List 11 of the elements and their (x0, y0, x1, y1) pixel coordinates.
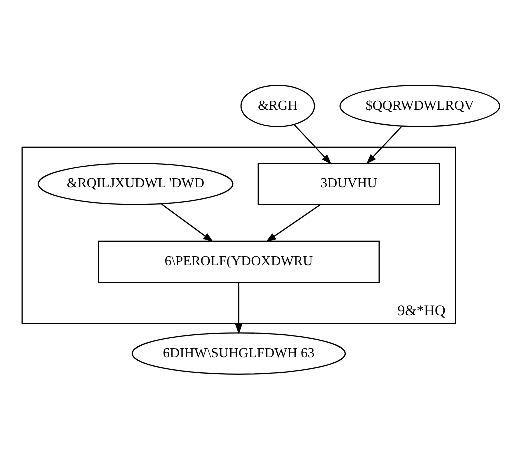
node-box: 6\PEROLF(YDOXDWRU (98, 240, 380, 284)
arrow (266, 204, 321, 242)
arrow (366, 126, 403, 164)
node-ellipse: &RGH (240, 85, 316, 128)
arrow (294, 124, 332, 165)
node-ellipse: &RQILJXUDWL 'DWD (38, 162, 234, 206)
arrow (235, 283, 243, 335)
node-ellipse: $QQRWDWLRQV (340, 85, 500, 128)
arrow (162, 204, 214, 242)
node-box: 3DUVHU (258, 162, 440, 206)
node-ellipse: 6DIHW\SUHGLFDWH 63 (132, 332, 346, 375)
